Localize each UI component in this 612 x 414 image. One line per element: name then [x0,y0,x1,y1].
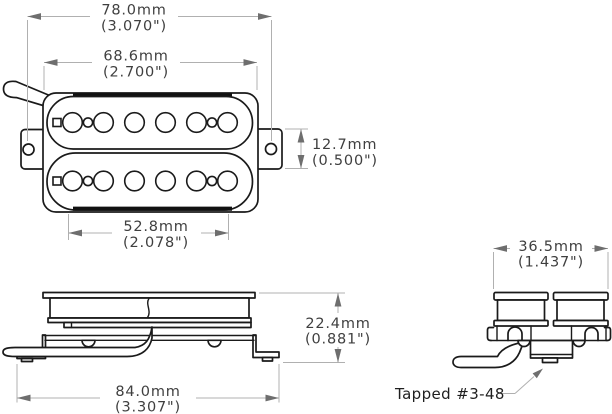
bobbin-screw [82,175,94,187]
lead-wire-end-view [452,341,524,369]
dimension-arrow [493,245,507,252]
dimension-arrow [68,229,82,237]
dimension-arrow [17,394,31,402]
pole-piece [92,111,115,134]
body-side [49,297,250,319]
bobbin-bottom-flange [493,319,549,327]
dim-tab-height-in: (0.500") [312,153,378,169]
baseplate-end-view [486,325,612,364]
flange-strip-lower [63,321,252,329]
dimension-arrow [297,129,305,143]
baseplate-lip-right [603,326,612,342]
pickup-top-view [2,80,283,213]
dim-body-width: 68.6mm (2.700") [43,49,258,90]
dim-overall-width-in: (3.070") [101,19,167,35]
bobbin-top-flange [552,291,609,301]
baseplate-lip-left [486,326,495,342]
tapped-note-label: Tapped #3-48 [394,385,505,403]
bobbin-right-end [552,291,609,327]
dim-overall-height-mm: 22.4mm [305,316,370,332]
pole-piece [185,111,208,134]
dimension-arrow [297,155,305,169]
bobbin-core [556,299,605,322]
dimension-arrow [594,245,608,252]
dim-overall-length: 84.0mm (3.307") [16,364,280,414]
screw-tip-left [517,339,531,348]
dim-end-width: 36.5mm (1.437") [493,239,609,289]
lead-wire-side-view [2,326,153,358]
bobbin-core [496,299,546,322]
pole-row-top [52,111,239,134]
foot-pad-right [261,356,274,362]
pickup-end-view [452,291,612,369]
dim-overall-length-mm: 84.0mm [115,384,180,400]
dimension-arrow [215,229,229,237]
dimension-arrow [334,293,342,307]
body-contour-line [146,297,150,319]
slug-square [52,176,62,186]
pole-piece [123,170,146,192]
dimension-arrow [44,59,58,66]
bobbin-screw [206,175,218,187]
pole-piece [61,170,84,192]
dim-overall-height: 22.4mm (0.881") [259,292,371,363]
dimension-arrow [258,13,272,20]
dimension-arrow [243,59,257,66]
dimension-arrow [27,13,41,20]
pole-piece [185,170,208,192]
pickup-side-view [2,291,280,363]
bobbin-screw [206,117,218,128]
pole-piece [216,111,239,134]
tapped-hole-boss [541,357,559,364]
foot-pad-left [20,357,34,363]
pole-piece [92,170,115,192]
pole-piece [154,111,177,134]
center-keeper-block [529,339,574,359]
bobbin-bottom-flange [552,319,609,327]
bobbin-screw [82,117,94,128]
dim-tab-height-mm: 12.7mm [312,137,377,153]
bobbin-screw-tip-right [207,339,222,348]
bobbin-left-end [493,291,549,327]
dim-overall-length-in: (3.307") [115,400,181,414]
bobbin-top-flange [493,291,549,301]
dim-body-width-in: (2.700") [103,65,169,81]
leader-arrow [532,368,543,379]
pole-piece [61,111,84,134]
dimension-arrow [334,349,342,363]
dim-pole-spacing-in: (2.078") [123,235,189,251]
dim-tab-height: 12.7mm (0.500") [285,128,378,169]
pole-piece [123,111,146,134]
dim-overall-width-mm: 78.0mm [101,3,166,19]
dim-body-width-mm: 68.6mm [103,49,168,65]
bobbin-top [46,95,254,150]
dim-overall-height-in: (0.881") [305,332,371,348]
dim-end-width-in: (1.437") [518,255,584,271]
mounting-leg-right [252,334,280,359]
dimension-arrow [265,394,279,402]
pole-row-bottom [52,170,239,192]
leg-spring-right [584,326,599,342]
tapped-hole-callout: Tapped #3-48 [394,368,543,403]
dim-pole-spacing-mm: 52.8mm [123,219,188,235]
bobbin-screw-tip-left [81,339,96,348]
dim-pole-spacing: 52.8mm (2.078") [68,214,229,251]
dim-overall-width: 78.0mm (3.070") [27,3,272,141]
pole-piece [216,170,239,192]
dim-end-width-mm: 36.5mm [518,239,583,255]
leg-spring-left [507,326,523,342]
pole-piece [154,170,177,192]
mounting-hole-right [264,142,278,156]
mounting-hole-left [22,143,35,156]
slug-square [52,117,62,128]
screw-tip-right [572,339,586,348]
